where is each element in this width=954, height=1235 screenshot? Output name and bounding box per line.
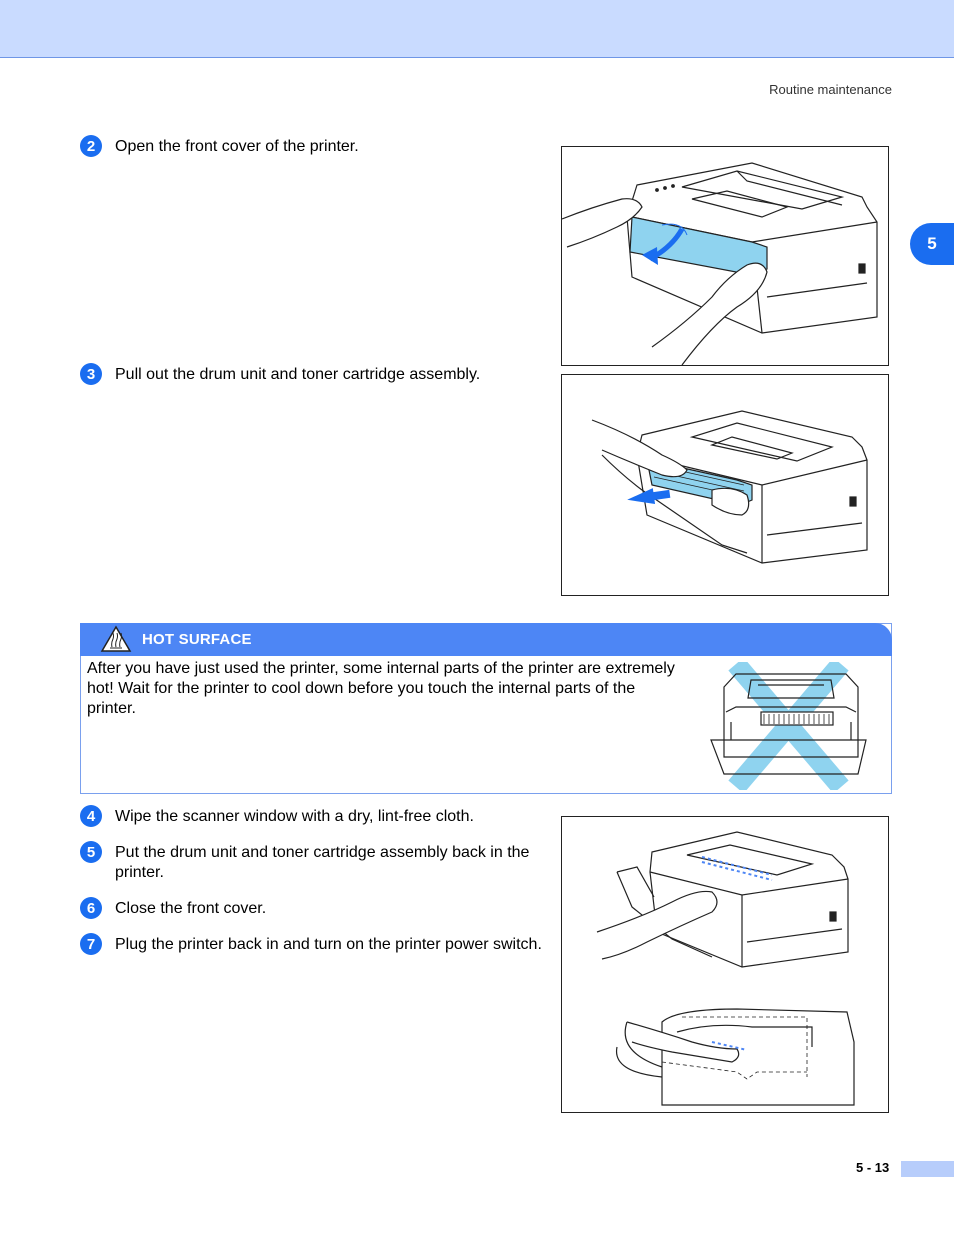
figure-pull-out-drum-unit — [561, 374, 889, 596]
printer-drum-removal-illustration — [591, 410, 868, 564]
step-text: Open the front cover of the printer. — [115, 138, 359, 155]
figure-reinstall-drum-close-cover — [561, 816, 889, 1113]
step-number-badge: 6 — [80, 897, 102, 919]
warning-header-bar: HOT SURFACE — [80, 623, 892, 656]
step-number-badge: 5 — [80, 841, 102, 863]
chapter-tab[interactable]: 5 — [910, 223, 954, 265]
step-number-badge: 7 — [80, 933, 102, 955]
step-6: 6 Close the front cover. — [80, 897, 550, 919]
step-text: Put the drum unit and toner cartridge as… — [115, 844, 530, 881]
running-head: Routine maintenance — [769, 82, 892, 97]
step-number-badge: 4 — [80, 805, 102, 827]
step-4: 4 Wipe the scanner window with a dry, li… — [80, 805, 550, 827]
step-text: Close the front cover. — [115, 900, 267, 917]
step-7: 7 Plug the printer back in and turn on t… — [80, 933, 550, 955]
hot-surface-warning: HOT SURFACE After you have just used the… — [80, 623, 892, 794]
step-text: Wipe the scanner window with a dry, lint… — [115, 808, 474, 825]
step-number-badge: 3 — [80, 363, 102, 385]
step-5: 5 Put the drum unit and toner cartridge … — [80, 841, 550, 883]
figure-open-front-cover — [561, 146, 889, 366]
step-text: Plug the printer back in and turn on the… — [115, 936, 542, 953]
page-number: 5 - 13 — [856, 1160, 890, 1175]
step-text: Pull out the drum unit and toner cartrid… — [115, 366, 481, 383]
hot-surface-warning-icon — [100, 625, 132, 658]
warning-body-text: After you have just used the printer, so… — [87, 660, 675, 717]
step-2: 2 Open the front cover of the printer. — [80, 135, 550, 157]
warning-illustration — [706, 657, 871, 795]
top-header-band — [0, 0, 954, 58]
page-number-bar — [901, 1161, 954, 1177]
step-number-badge: 2 — [80, 135, 102, 157]
printer-reinstall-illustration — [596, 831, 855, 1106]
do-not-touch-printer-illustration — [710, 657, 867, 794]
printer-open-cover-illustration — [562, 162, 878, 365]
step-3: 3 Pull out the drum unit and toner cartr… — [80, 363, 550, 385]
warning-title: HOT SURFACE — [142, 631, 252, 648]
